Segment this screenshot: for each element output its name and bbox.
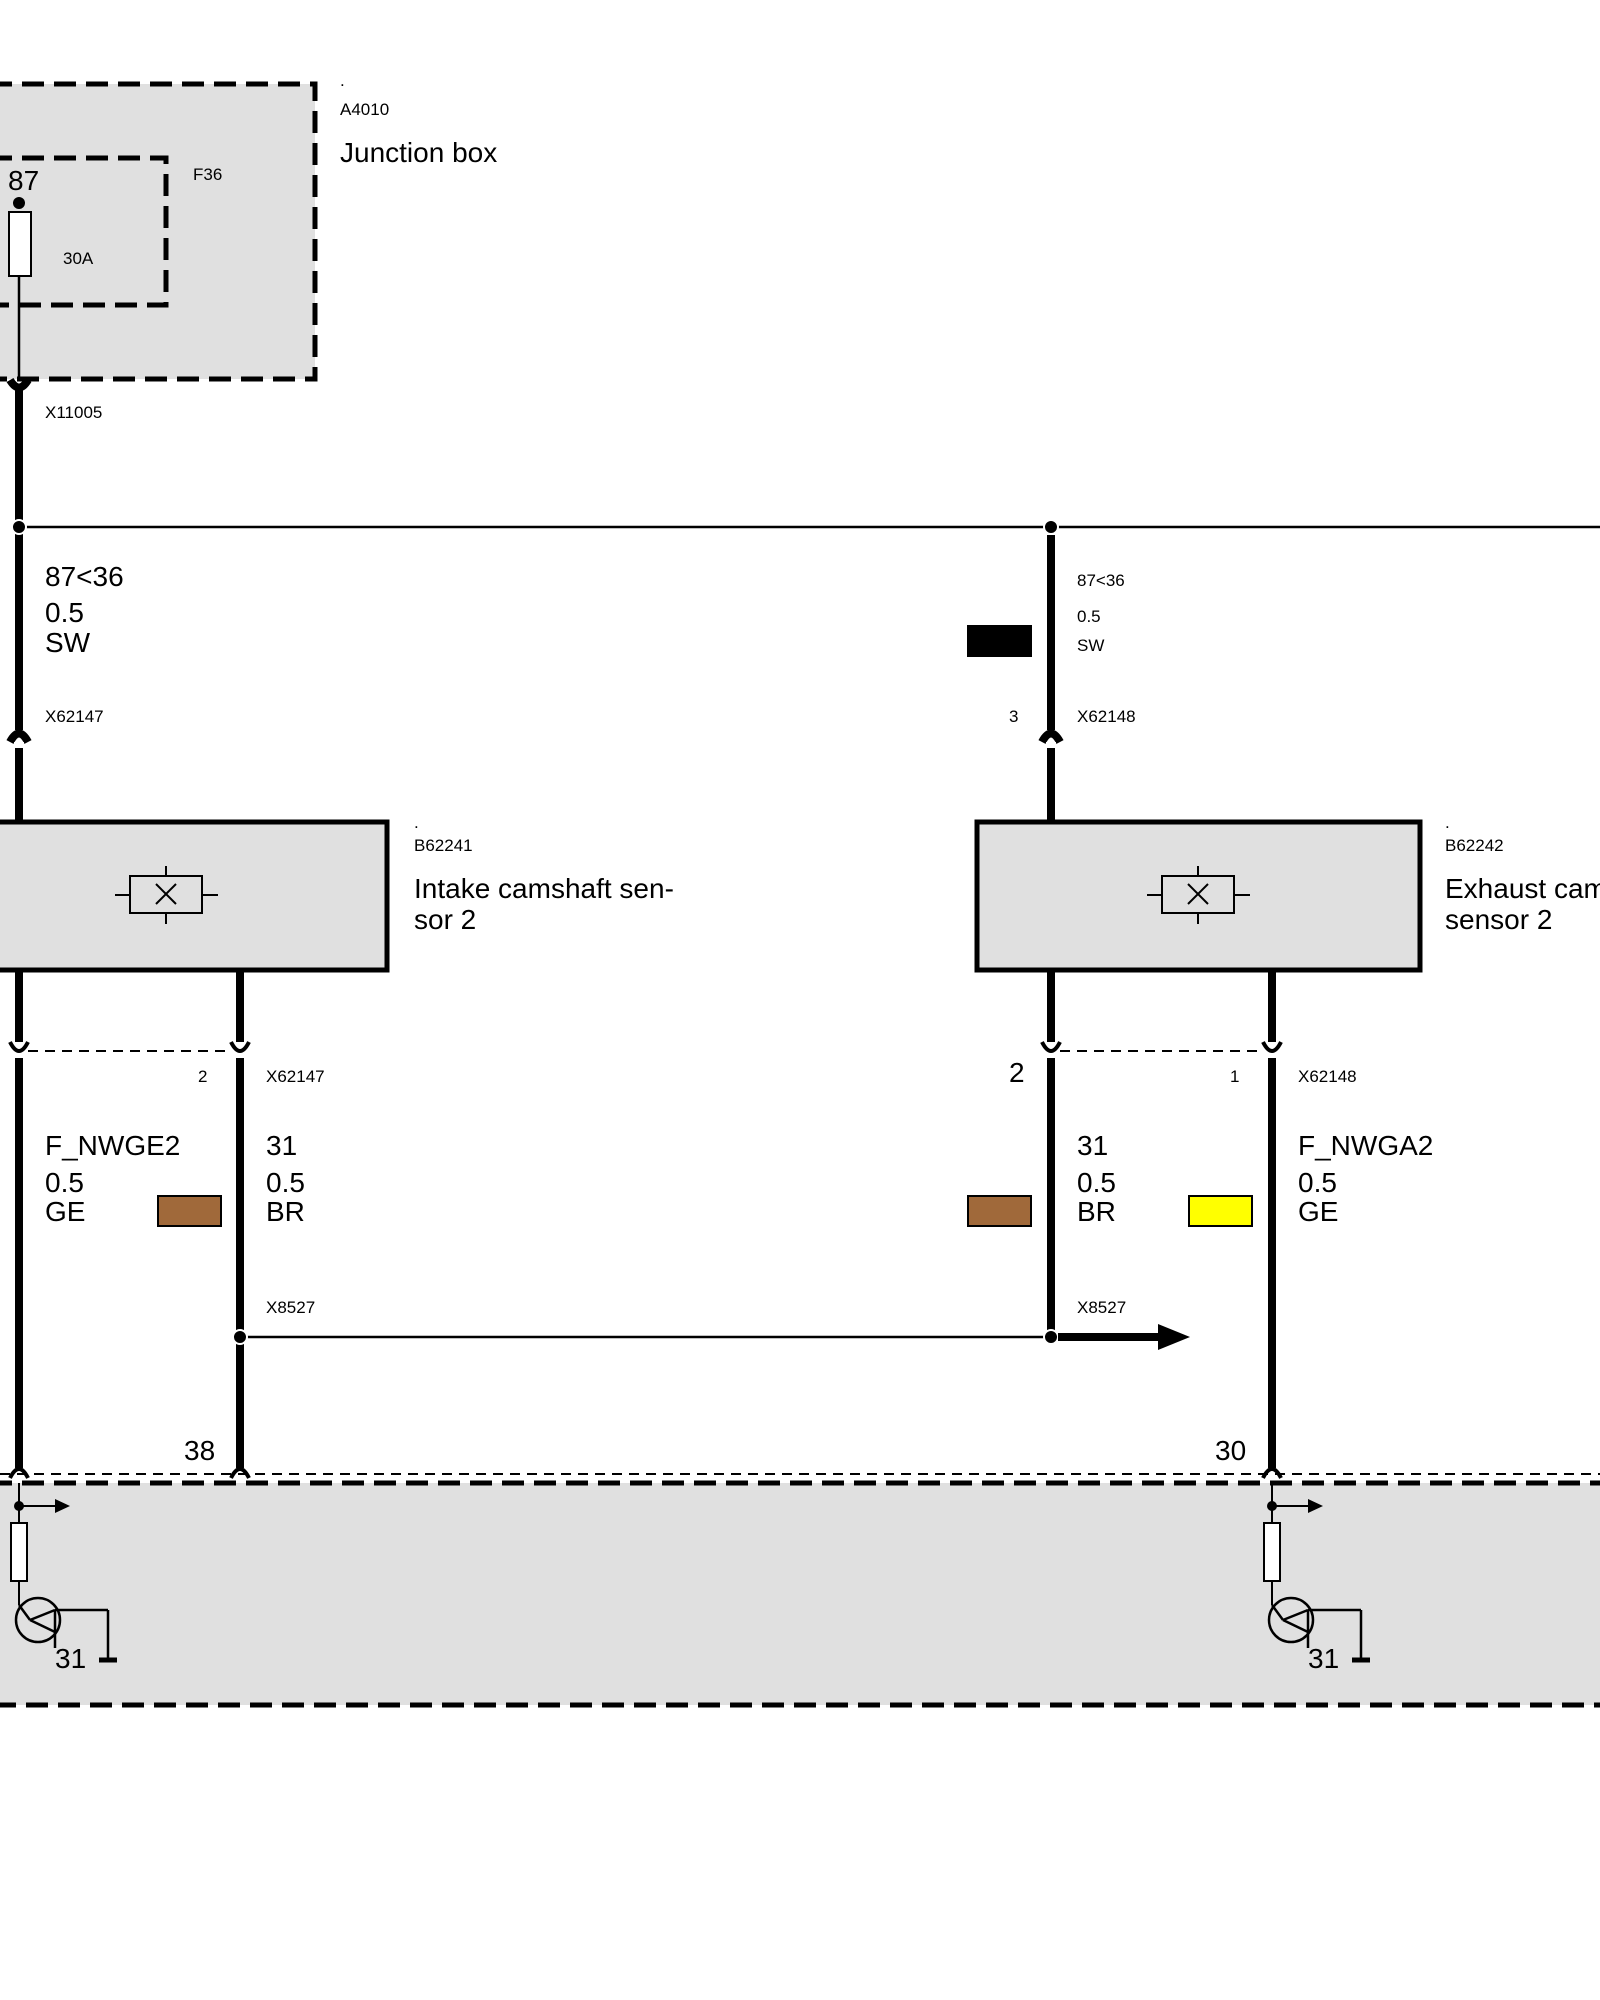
- camshaft-sensor-icon: [115, 866, 218, 924]
- splice-x8527-right-label: X8527: [1077, 1298, 1126, 1317]
- transistor-icon: [14, 1596, 62, 1644]
- connector-x62147-top-label: X62147: [45, 707, 104, 726]
- splice-left-feed: [11, 519, 27, 535]
- sensor-intake-name-line1: Intake camshaft sen-: [414, 873, 674, 904]
- fuse-id-label: F36: [193, 165, 222, 184]
- fuse-pin-label: 87: [8, 165, 39, 196]
- exhaust-signal-wire-size: 0.5: [1298, 1167, 1337, 1198]
- splice-x8527-left-label: X8527: [266, 1298, 315, 1317]
- junction-box: . A4010 Junction box 87 F36 30A: [0, 71, 497, 382]
- connector-x62148-top-pin: 3: [1009, 707, 1018, 726]
- resistor-icon: [10, 1522, 28, 1582]
- intake-ground-wire-size: 0.5: [266, 1167, 305, 1198]
- sensor-intake-dot: .: [414, 813, 419, 832]
- sensor-exhaust-dot: .: [1445, 813, 1450, 832]
- fuse-rating-label: 30A: [63, 249, 94, 268]
- exhaust-signal-pin-label: 1: [1230, 1067, 1239, 1086]
- intake-ground-wire-signal: 31: [266, 1130, 297, 1161]
- ecu-ground-left-label: 31: [55, 1643, 86, 1674]
- transistor-icon: [1267, 1596, 1315, 1644]
- sensor-exhaust-name-line2: sensor 2: [1445, 904, 1552, 935]
- feed-right-signal: 87<36: [1077, 571, 1125, 590]
- ecu-block: 31 31: [0, 1467, 1600, 1708]
- intake-ground-wire-swatch: [157, 1195, 222, 1227]
- feed-right-color: SW: [1077, 636, 1104, 655]
- splice-x8527-right: [1043, 1329, 1059, 1345]
- arrow-right-icon: [1308, 1499, 1323, 1513]
- connector-x62148-bottom-label: X62148: [1298, 1067, 1357, 1086]
- feed-left-color: SW: [45, 627, 91, 658]
- connector-x62147-bottom-label: X62147: [266, 1067, 325, 1086]
- exhaust-ground-wire-size: 0.5: [1077, 1167, 1116, 1198]
- splice-x8527-left: [232, 1329, 248, 1345]
- sensor-intake-id: B62241: [414, 836, 473, 855]
- feed-left-signal: 87<36: [45, 561, 124, 592]
- exhaust-signal-wire-swatch: [1188, 1195, 1253, 1227]
- ecu-pin-30-label: 30: [1215, 1435, 1246, 1466]
- ecu-pin-38-label: 38: [184, 1435, 215, 1466]
- camshaft-sensor-icon: [1147, 866, 1250, 924]
- sensor-exhaust: . B62242 Exhaust cam sensor 2: [974, 813, 1600, 973]
- exhaust-ground-wire-color: BR: [1077, 1196, 1116, 1227]
- intake-pin-label: 2: [198, 1067, 207, 1086]
- sensor-intake: . B62241 Intake camshaft sen- sor 2: [0, 813, 674, 973]
- ecu-ground-right-label: 31: [1308, 1643, 1339, 1674]
- exhaust-ground-wire-signal: 31: [1077, 1130, 1108, 1161]
- output-wiring: 2 X62147 2 1 X62148 F_NWGE2 0.5 GE 31 0.…: [8, 970, 1433, 1468]
- resistor-icon: [1263, 1522, 1281, 1582]
- junction-box-dot: .: [340, 71, 345, 90]
- exhaust-ground-pin-label: 2: [1009, 1057, 1025, 1088]
- sensor-exhaust-id: B62242: [1445, 836, 1504, 855]
- exhaust-signal-wire-color: GE: [1298, 1196, 1338, 1227]
- sensor-intake-name-line2: sor 2: [414, 904, 476, 935]
- fuse-icon: [8, 211, 32, 277]
- transistor-stage-left: 31: [10, 1483, 117, 1674]
- feed-left-size: 0.5: [45, 597, 84, 628]
- exhaust-ground-wire-swatch: [967, 1195, 1032, 1227]
- junction-box-id: A4010: [340, 100, 389, 119]
- splice-right-feed: [1043, 519, 1059, 535]
- arrow-right-icon: [55, 1499, 70, 1513]
- junction-box-name: Junction box: [340, 137, 497, 168]
- feed-wiring: 87<36 0.5 SW 87<36 0.5 SW X62147 3 X6214…: [6, 388, 1600, 823]
- feed-right-size: 0.5: [1077, 607, 1101, 626]
- transistor-stage-right: 31: [1263, 1483, 1370, 1674]
- intake-signal-wire-signal: F_NWGE2: [45, 1130, 180, 1161]
- intake-signal-wire-size: 0.5: [45, 1167, 84, 1198]
- intake-signal-wire-color: GE: [45, 1196, 85, 1227]
- connector-x62148-top-label: X62148: [1077, 707, 1136, 726]
- exhaust-signal-wire-signal: F_NWGA2: [1298, 1130, 1433, 1161]
- feed-right-color-swatch: [967, 625, 1032, 657]
- intake-ground-wire-color: BR: [266, 1196, 305, 1227]
- connector-x11005-label: X11005: [45, 403, 102, 422]
- sensor-exhaust-name-line1: Exhaust cam: [1445, 873, 1600, 904]
- continuation-arrow-icon: [1158, 1324, 1190, 1350]
